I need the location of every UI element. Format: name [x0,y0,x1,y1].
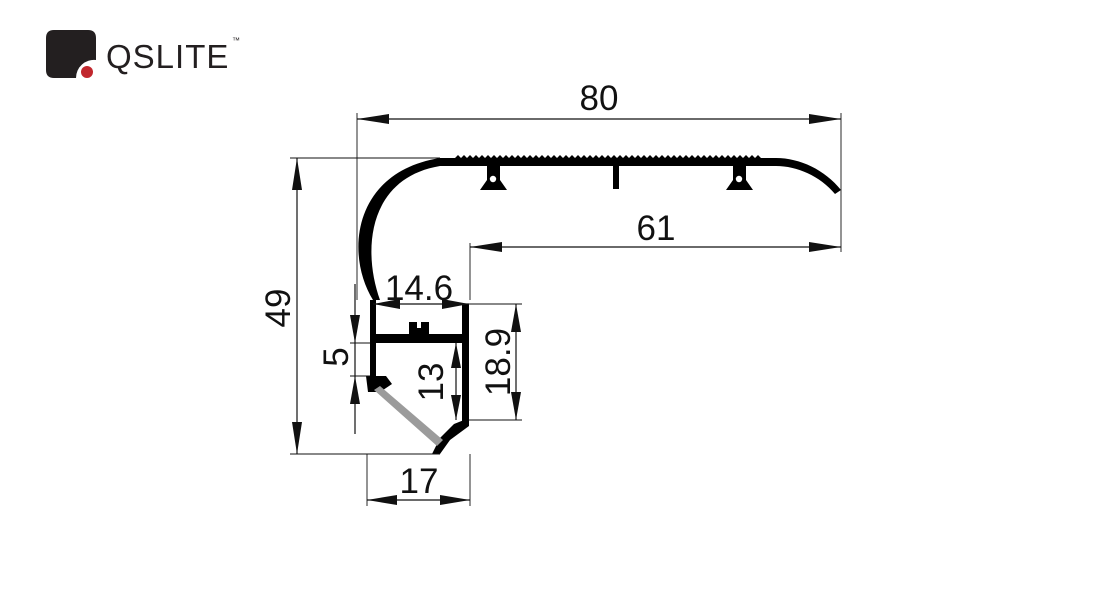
dim-label-lip-height: 5 [317,347,356,366]
channel-lower-right-lip [432,418,469,454]
profile-rib-middle [613,166,619,189]
brand-name: QSLITE [106,38,230,75]
dim-label-total-width: 80 [580,79,619,118]
channel-top-bar [370,334,469,343]
profile-section [358,155,841,454]
dim-label-top-span: 61 [637,209,676,248]
dim-label-inner-height: 13 [412,363,451,402]
dim-label-channel-height: 18.9 [479,328,518,396]
dimension-lines [292,114,841,505]
channel-center-clip [409,322,429,334]
dim-label-bottom-width: 17 [400,462,439,501]
brand-mark-icon [46,30,96,78]
channel-right-wall [462,304,469,422]
brand-logo: QSLITE ™ [46,30,266,82]
brand-mark-shape [46,30,96,78]
dim-label-channel-width: 14.6 [385,269,453,308]
dimension-labels: 80 61 49 14.6 18.9 5 13 17 [259,79,675,501]
brand-trademark: ™ [232,36,240,45]
profile-serration [455,155,761,158]
profile-top-plate [358,158,841,300]
diffuser [374,386,443,446]
profile-screw-hole-left [489,175,497,183]
dim-label-total-height: 49 [259,289,298,328]
channel-lower-left-lip [366,376,392,392]
profile-screw-hole-right [735,175,743,183]
extension-lines [290,113,842,506]
brand-mark-dot [81,66,93,78]
